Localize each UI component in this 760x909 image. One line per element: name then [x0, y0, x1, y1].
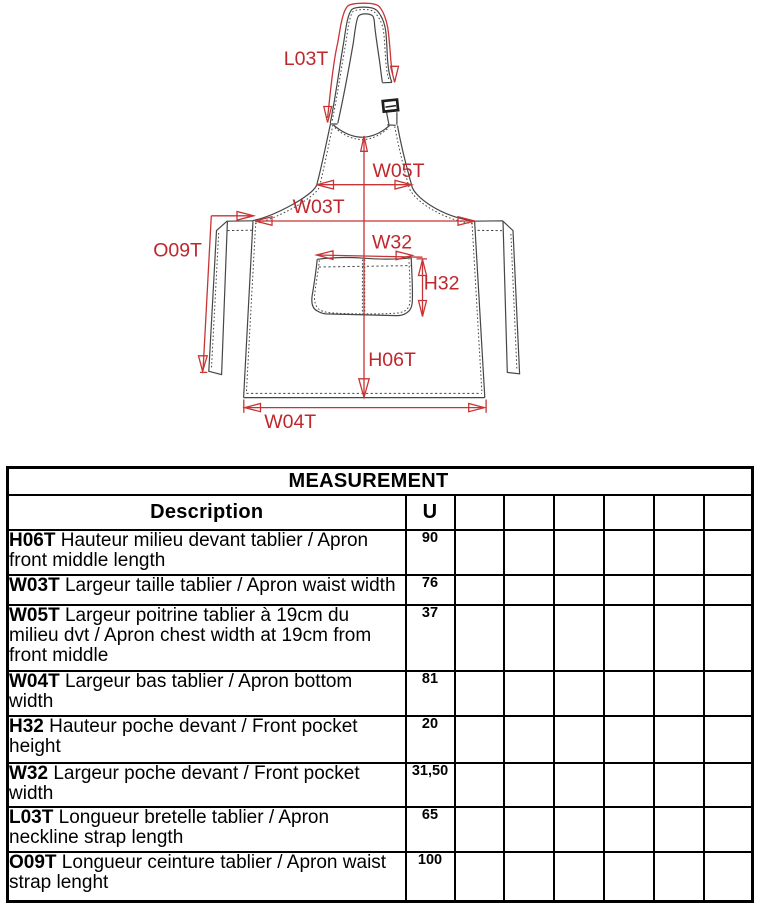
svg-text:H06T: H06T	[368, 349, 416, 371]
svg-text:H32: H32	[424, 273, 460, 295]
svg-text:O09T: O09T	[153, 240, 202, 262]
svg-text:W05T: W05T	[373, 160, 425, 182]
svg-text:W32: W32	[372, 232, 412, 254]
svg-text:W04T: W04T	[264, 411, 316, 433]
svg-text:W03T: W03T	[293, 196, 345, 218]
svg-text:L03T: L03T	[284, 48, 329, 70]
